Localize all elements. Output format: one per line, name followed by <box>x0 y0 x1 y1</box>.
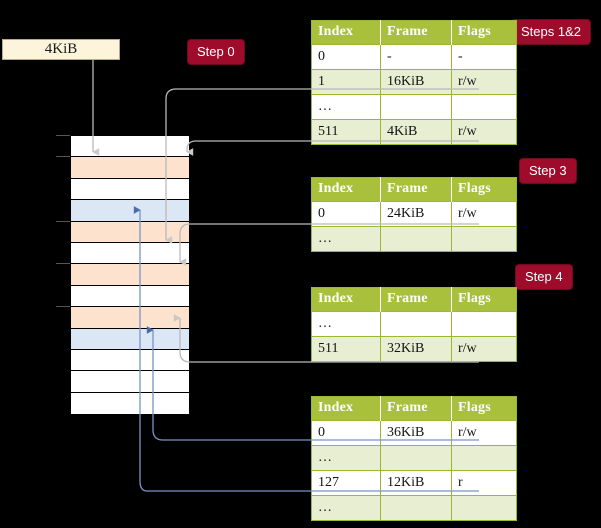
table-cell-flags: r/w <box>451 336 517 362</box>
step-badge-step4: Step 4 <box>516 265 572 289</box>
memory-frame-row <box>71 200 189 222</box>
table-cell-flags <box>451 311 517 337</box>
column-header-index: Index <box>311 396 381 421</box>
table-cell-index: 511 <box>311 119 381 145</box>
table-cell-flags: r <box>451 470 517 496</box>
column-header-frame: Frame <box>380 20 452 45</box>
step-badge-label: Step 4 <box>525 269 563 284</box>
step-badge-label: Step 3 <box>529 163 567 178</box>
column-header-frame: Frame <box>380 177 452 202</box>
column-header-flags: Flags <box>451 396 517 421</box>
table-cell-index: 1 <box>311 69 381 95</box>
table-cell-frame <box>380 94 452 120</box>
memory-frame-row <box>71 349 189 372</box>
memory-frame-row <box>71 221 189 243</box>
table-cell-frame: - <box>380 44 452 70</box>
table-cell-flags: r/w <box>451 69 517 95</box>
memory-tick <box>56 135 70 136</box>
column-header-flags: Flags <box>451 20 517 45</box>
column-header-frame: Frame <box>380 396 452 421</box>
table-cell-index: … <box>311 226 381 252</box>
table-cell-frame: 24KiB <box>380 201 452 227</box>
table-cell-index: … <box>311 94 381 120</box>
physical-memory-column <box>70 135 190 416</box>
memory-frame-row <box>71 307 189 329</box>
memory-frame-row <box>71 157 189 179</box>
step-badge-step3: Step 3 <box>520 159 576 183</box>
column-header-index: Index <box>311 20 381 45</box>
step-badge-steps12: Steps 1&2 <box>512 20 590 44</box>
table-cell-index: … <box>311 495 381 521</box>
table-cell-flags <box>451 495 517 521</box>
column-header-flags: Flags <box>451 177 517 202</box>
column-header-frame: Frame <box>380 287 452 312</box>
table-row: 0-- <box>311 44 517 70</box>
table-cell-index: 0 <box>311 420 381 446</box>
memory-tick <box>56 306 70 307</box>
table-row: … <box>311 94 517 120</box>
column-header-flags: Flags <box>451 287 517 312</box>
table-cell-flags <box>451 445 517 471</box>
table-cell-index: 511 <box>311 336 381 362</box>
memory-frame-row <box>71 264 189 286</box>
memory-frame-row <box>71 328 189 350</box>
memory-frame-row <box>71 371 189 393</box>
table-cell-frame: 16KiB <box>380 69 452 95</box>
memory-frame-row <box>71 178 189 201</box>
step-badge-label: Step 0 <box>197 44 235 59</box>
table-cell-index: 127 <box>311 470 381 496</box>
table-cell-flags: r/w <box>451 119 517 145</box>
table-cell-frame <box>380 226 452 252</box>
table-cell-flags <box>451 94 517 120</box>
table-row: … <box>311 311 517 337</box>
table-cell-frame <box>380 311 452 337</box>
table-cell-flags: r/w <box>451 420 517 446</box>
memory-tick <box>56 156 70 157</box>
table-cell-frame: 36KiB <box>380 420 452 446</box>
table-row: … <box>311 445 517 471</box>
table-cell-frame: 4KiB <box>380 119 452 145</box>
table-cell-flags <box>451 226 517 252</box>
table-row: … <box>311 226 517 252</box>
table-cell-flags: - <box>451 44 517 70</box>
memory-frame-row <box>71 392 189 415</box>
table-cell-frame: 12KiB <box>380 470 452 496</box>
memory-frame-row <box>71 242 189 265</box>
step-badge-label: Steps 1&2 <box>521 24 581 39</box>
step-badge-step0: Step 0 <box>188 40 244 64</box>
page-box-4kib: 4KiB <box>2 39 120 60</box>
table-cell-index: … <box>311 445 381 471</box>
table-cell-frame <box>380 445 452 471</box>
table-cell-index: … <box>311 311 381 337</box>
table-cell-frame: 32KiB <box>380 336 452 362</box>
table-cell-frame <box>380 495 452 521</box>
column-header-index: Index <box>311 177 381 202</box>
page-box-label: 4KiB <box>44 41 78 57</box>
table-row: … <box>311 495 517 521</box>
column-header-index: Index <box>311 287 381 312</box>
memory-tick <box>56 221 70 222</box>
memory-tick <box>56 263 70 264</box>
memory-frame-row <box>71 136 189 158</box>
table-cell-flags: r/w <box>451 201 517 227</box>
table-cell-index: 0 <box>311 201 381 227</box>
memory-frame-row <box>71 285 189 308</box>
table-cell-index: 0 <box>311 44 381 70</box>
